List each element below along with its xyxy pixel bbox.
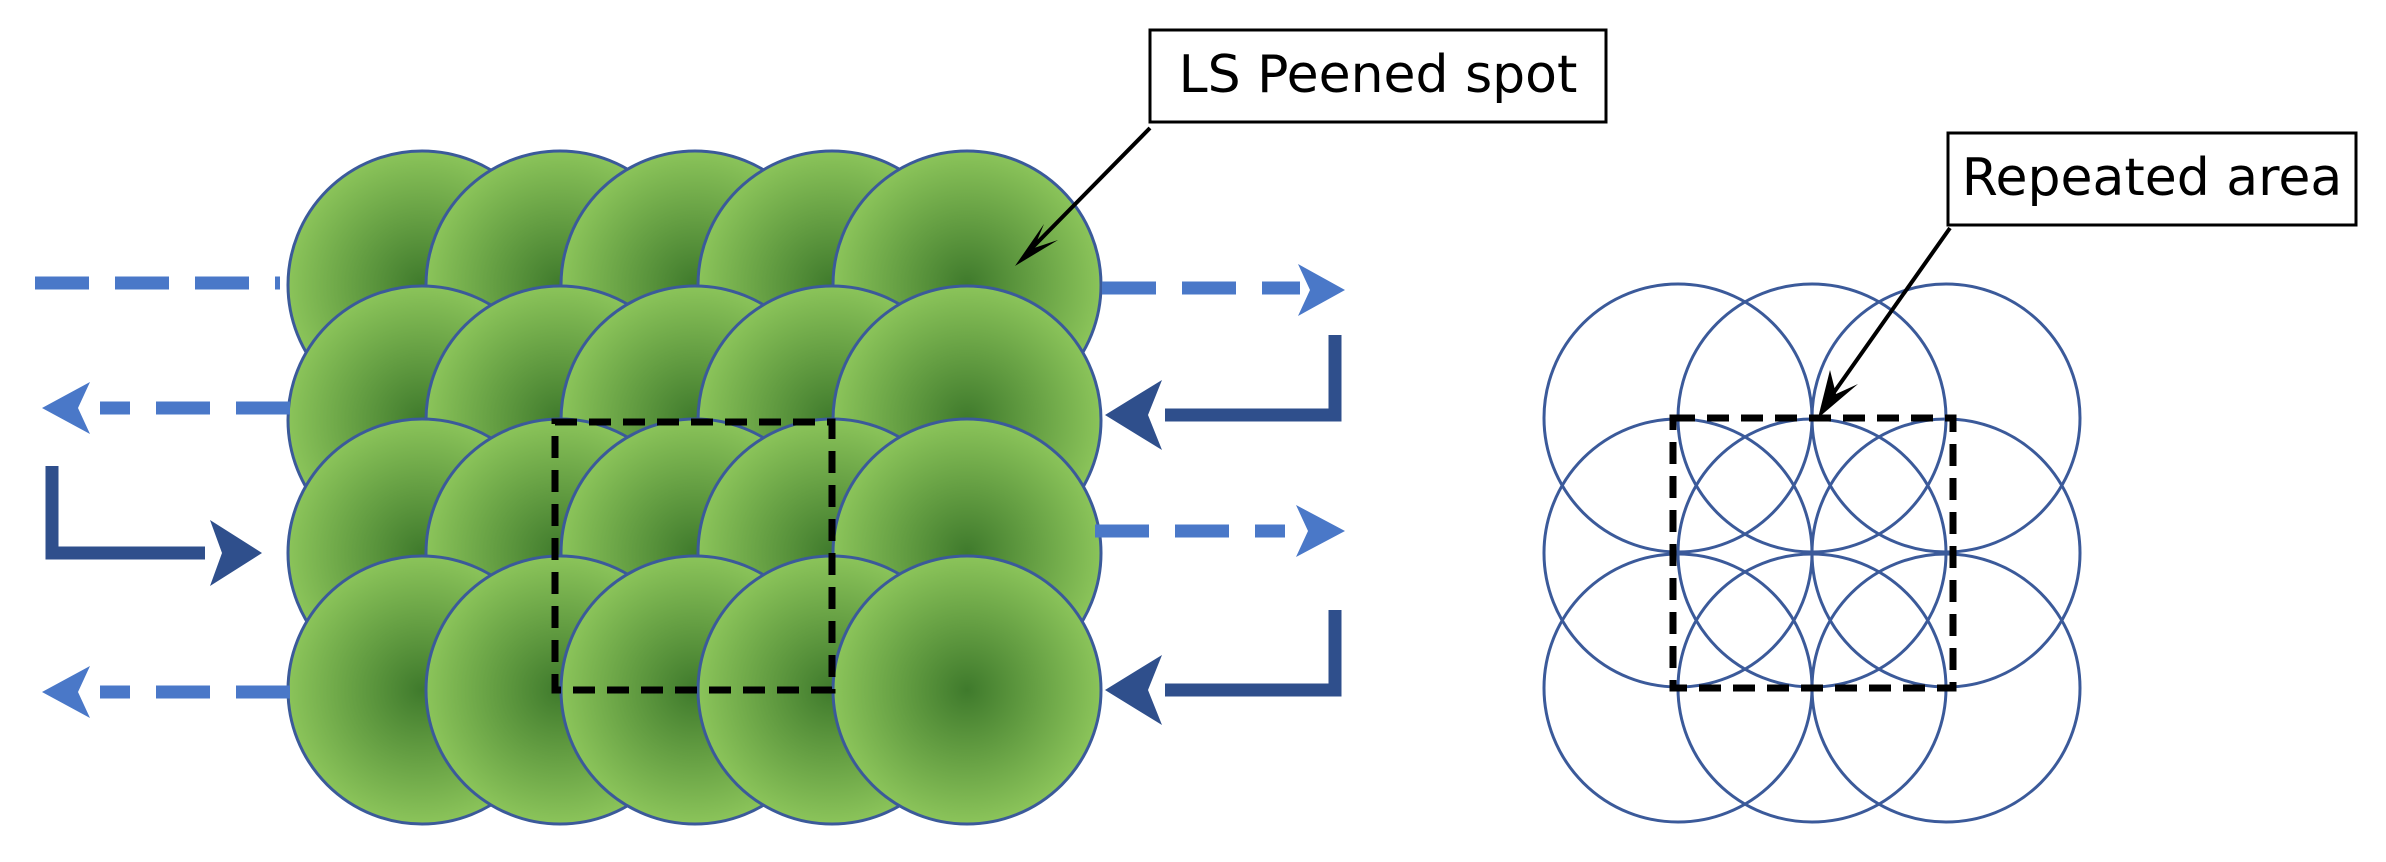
arrowhead-turn-right-2 [1105,655,1162,725]
callout-repeated-area-arrowhead [1818,370,1858,418]
arrowhead-row-3 [1296,505,1345,557]
callout-repeated-area-pointer [1828,226,1952,400]
repeated-pattern [1542,282,2082,824]
callout-peened-spot-pointer [1028,126,1152,252]
turn-path-right-2 [1165,610,1342,697]
turn-path-left [45,466,205,560]
peened-spot-r4-c5 [831,554,1103,826]
callout-repeated-area-label: Repeated area [1962,148,2343,208]
arrowhead-row-1 [1298,264,1345,316]
scan-path-arrows [35,264,1345,725]
arrowhead-turn-left [210,520,262,586]
callout-repeated-area: Repeated area [1818,131,2358,418]
turn-path-right-1 [1165,335,1342,422]
arrowhead-turn-right-1 [1105,380,1162,450]
callout-peened-spot: LS Peened spot [1015,28,1608,266]
repeated-area-box-left [551,418,836,694]
arrowhead-row-2 [42,382,90,434]
callout-repeated-area-box [1946,131,2358,227]
callout-peened-spot-arrowhead [1015,224,1058,266]
repeated-area-box-right [1669,414,1957,692]
callout-peened-spot-box [1148,28,1608,124]
arrowhead-row-4 [42,666,90,718]
callout-peened-spot-label: LS Peened spot [1179,45,1578,105]
peened-spot-grid [286,149,1103,826]
